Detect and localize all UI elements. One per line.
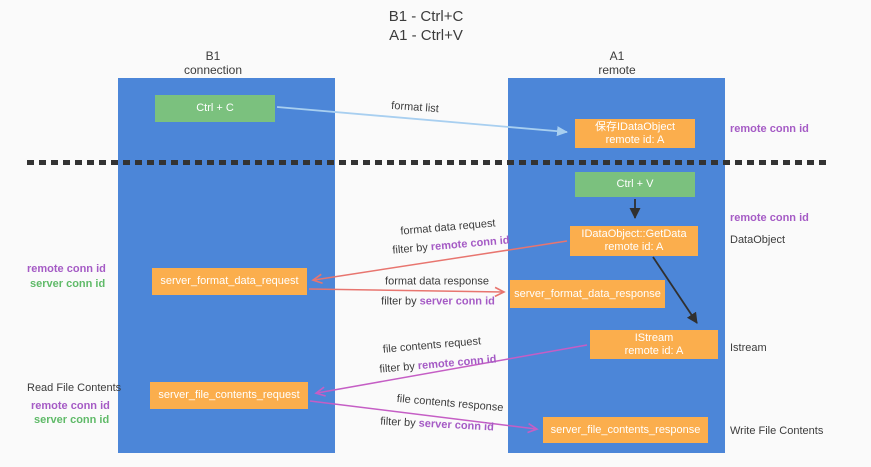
box-ctrl-c: Ctrl + C	[155, 95, 275, 122]
box-server-file-contents-response: server_file_contents_response	[543, 417, 708, 443]
ctrl-c-label: Ctrl + C	[196, 102, 234, 114]
label-remote-conn-id-mid: remote conn id	[730, 212, 809, 224]
box-server-format-data-response: server_format_data_response	[510, 280, 665, 308]
box-ctrl-v: Ctrl + V	[575, 172, 695, 197]
box-server-file-contents-request: server_file_contents_request	[150, 382, 308, 409]
filter-by-text: filter by	[378, 360, 416, 376]
save-dataobject-line1: 保存IDataObject	[594, 120, 676, 133]
label-istream: Istream	[730, 342, 767, 354]
label-remote-conn-id-top: remote conn id	[730, 123, 809, 135]
filter-remote-conn-id: remote conn id	[417, 353, 497, 373]
label-remote-conn-id-left2: remote conn id	[31, 400, 110, 412]
box-istream: IStream remote id: A	[590, 330, 718, 359]
label-server-conn-id-left2: server conn id	[34, 414, 110, 426]
column-header-a1: A1 remote	[598, 49, 635, 77]
istream-line2: remote id: A	[624, 344, 684, 357]
label-remote-conn-id-left1: remote conn id	[27, 263, 106, 275]
diagram-title: B1 - Ctrl+C A1 - Ctrl+V	[389, 7, 464, 45]
column-a1-role: remote	[598, 63, 636, 77]
server-file-contents-request-label: server_file_contents_request	[158, 389, 300, 401]
arrow-label-format-data-response: format data response	[385, 275, 489, 288]
label-dataobject: DataObject	[730, 234, 786, 246]
column-header-b1: B1 connection	[184, 49, 242, 77]
label-write-file-contents: Write File Contents	[730, 425, 824, 437]
title-line-2: A1 - Ctrl+V	[389, 27, 463, 44]
filter-server-conn-id: server conn id	[419, 295, 495, 308]
arrow-label-filter-server-1: filter by server conn id	[381, 296, 495, 309]
title-line-1: B1 - Ctrl+C	[388, 8, 464, 25]
filter-remote-conn-id: remote conn id	[430, 234, 510, 254]
filter-by-text: filter by	[381, 295, 417, 308]
label-read-file-contents: Read File Contents	[27, 382, 122, 394]
filter-by-text: filter by	[379, 415, 416, 430]
arrow-label-filter-remote-2: filter by remote conn id	[379, 353, 497, 376]
arrow-label-format-data-request: format data request	[399, 217, 496, 238]
save-dataobject-line2: remote id: A	[605, 133, 665, 146]
arrow-label-file-contents-request: file contents request	[382, 335, 482, 356]
filter-by-text: filter by	[391, 241, 429, 257]
label-server-conn-id-left1: server conn id	[30, 278, 106, 290]
ctrl-v-label: Ctrl + V	[616, 178, 654, 190]
box-server-format-data-request: server_format_data_request	[152, 268, 307, 295]
box-save-dataobject: 保存IDataObject remote id: A	[575, 119, 695, 148]
column-a1-name: A1	[609, 49, 625, 63]
server-format-data-response-label: server_format_data_response	[514, 287, 661, 300]
server-file-contents-response-label: server_file_contents_response	[550, 423, 701, 436]
column-b1-name: B1	[205, 49, 221, 63]
arrow-label-format-list: format list	[390, 99, 440, 116]
getdata-line2: remote id: A	[604, 241, 664, 253]
istream-line1: IStream	[634, 331, 674, 344]
getdata-line1: IDataObject::GetData	[581, 228, 687, 240]
arrow-label-file-contents-response: file contents response	[396, 392, 504, 415]
separator-dashed-line	[27, 160, 827, 165]
server-format-data-request-label: server_format_data_request	[160, 275, 299, 287]
column-b1-role: connection	[183, 63, 243, 77]
filter-server-conn-id: server conn id	[418, 417, 495, 434]
arrow-label-filter-server-2: filter by server conn id	[380, 416, 494, 435]
arrow-format-data-response	[308, 286, 506, 298]
box-idataobject-getdata: IDataObject::GetData remote id: A	[570, 226, 698, 256]
